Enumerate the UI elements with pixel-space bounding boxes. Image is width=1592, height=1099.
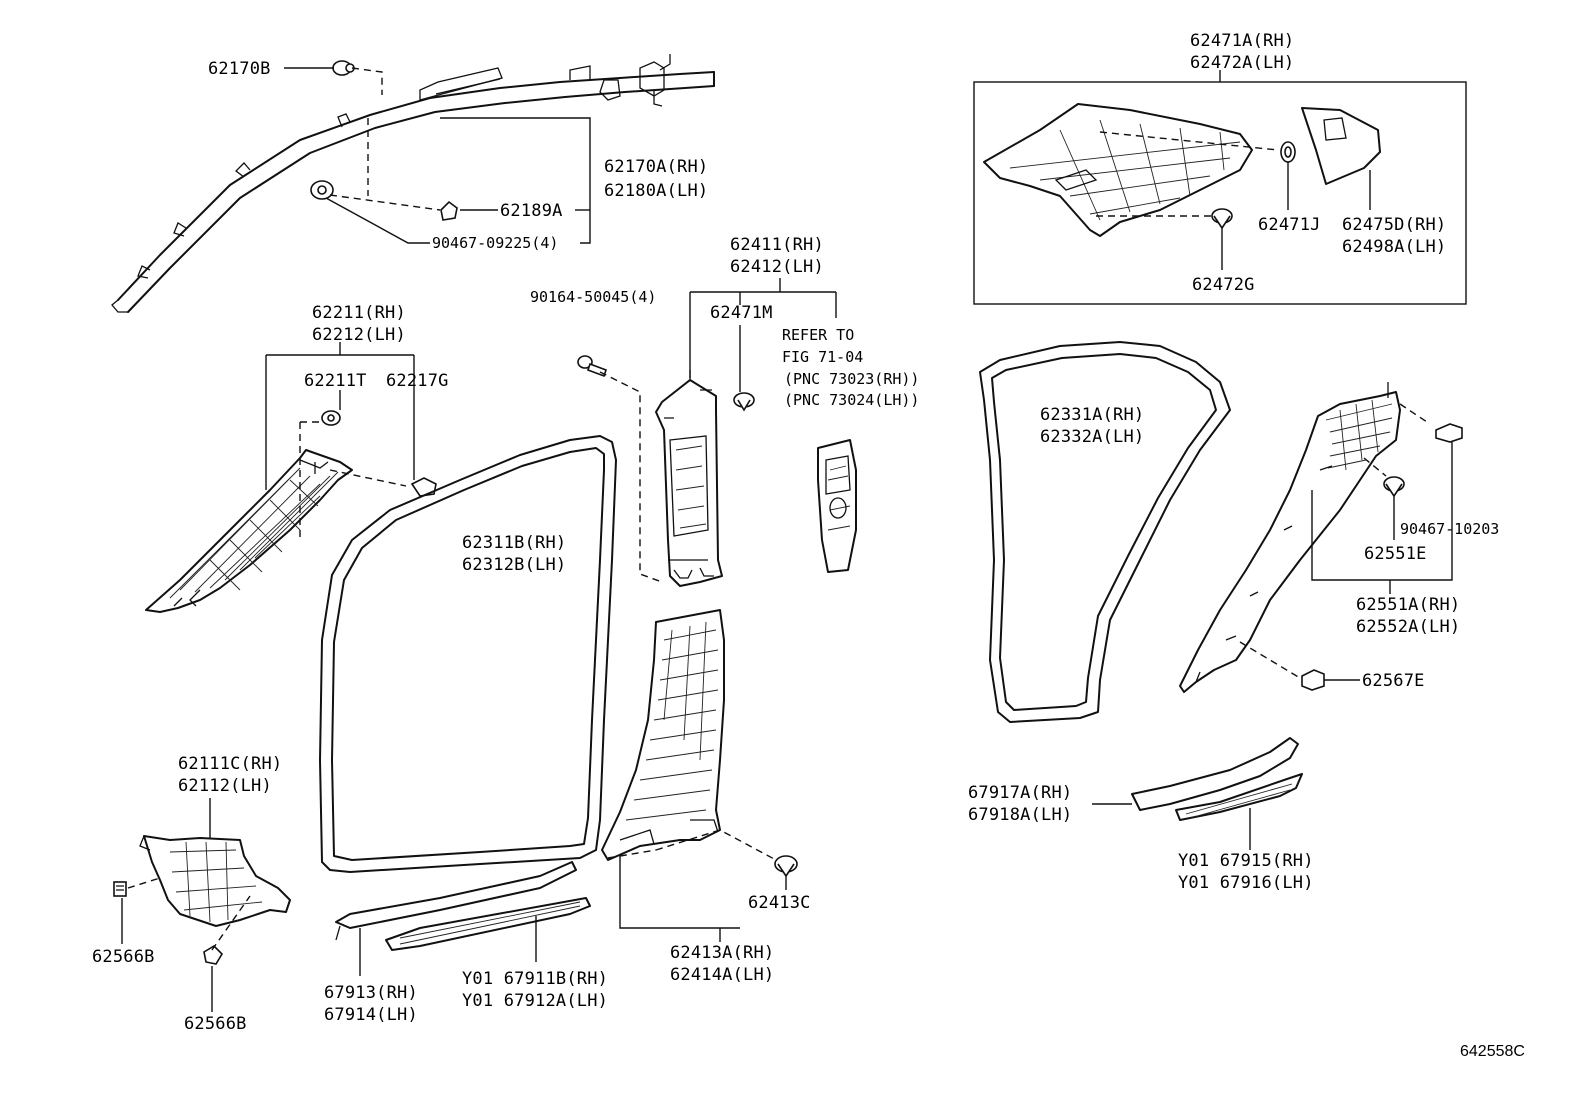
label-67917A: 67917A(RH) [968,783,1072,803]
label-67916: Y01 67916(LH) [1178,873,1314,893]
rear-scuff-leaders [1092,803,1251,850]
label-62412: 62412(LH) [730,257,824,277]
front-pillar-garnish [145,449,353,613]
label-62414A: 62414A(LH) [670,965,774,985]
label-67911B: Y01 67911B(RH) [462,969,608,989]
label-62170B: 62170B [208,59,271,79]
bolt-90467-09225-icon [310,180,334,200]
clip-62413C-icon [774,855,798,878]
front-pillar-leaders [265,342,415,540]
quarter-lower-leaders [1239,403,1453,681]
label-62180A: 62180A(LH) [604,181,708,201]
rear-scuff-plate-inner [1131,737,1299,811]
center-pillar-upper-garnish [655,370,723,587]
label-62331A: 62331A(RH) [1040,405,1144,425]
clip-62567E-icon [1301,669,1325,691]
label-refer-2: FIG 71-04 [782,348,863,366]
label-62312B: 62312B(LH) [462,555,566,575]
curtain-airbag-assembly [111,54,715,313]
quarter-window-panel [1301,107,1381,185]
label-refer-1: REFER TO [782,326,854,344]
label-62413A: 62413A(RH) [670,943,774,963]
cowl-side-trim [139,835,291,927]
label-62411: 62411(RH) [730,235,824,255]
label-67915: Y01 67915(RH) [1178,851,1314,871]
center-lower-leaders [607,829,787,942]
clip-62471M-icon [733,392,755,412]
rear-scuff-plate-outer [1175,773,1303,821]
label-62472A: 62472A(LH) [1190,53,1294,73]
label-62552A: 62552A(LH) [1356,617,1460,637]
label-62189A: 62189A [500,201,563,221]
cowl-leaders [121,798,251,1012]
label-62112: 62112(LH) [178,776,272,796]
label-62566B-a: 62566B [92,947,155,967]
airbag-leaders [284,67,591,244]
quarter-box-leaders [1096,131,1371,270]
scuff-leaders [359,916,537,976]
clip-62211T-icon [321,410,341,426]
label-67912A: Y01 67912A(LH) [462,991,608,1011]
quarter-lower-trim [1179,382,1401,693]
label-62475D: 62475D(RH) [1342,215,1446,235]
label-90467-09225: 90467-09225(4) [432,234,558,252]
label-62217G: 62217G [386,371,449,391]
figure-code: 642558C [1460,1043,1525,1060]
label-62471J: 62471J [1258,215,1321,235]
center-pillar-lower-garnish [601,609,725,861]
label-62472G: 62472G [1192,275,1255,295]
label-62211T: 62211T [304,371,367,391]
label-67914: 67914(LH) [324,1005,418,1025]
label-62332A: 62332A(LH) [1040,427,1144,447]
label-62471M: 62471M [710,303,773,323]
roof-side-trim-panel [983,103,1253,237]
clip-62566B-a-icon [113,881,127,897]
clip-90467-10203-icon [1435,423,1463,443]
clip-62566B-b-icon [203,944,224,965]
label-62111C: 62111C(RH) [178,754,282,774]
label-67918A: 67918A(LH) [968,805,1072,825]
label-62498A: 62498A(LH) [1342,237,1446,257]
clip-62472G-icon [1211,208,1233,230]
part-labels: 62170B 62170A(RH) 62180A(LH) 62189A 9046… [92,31,1525,1060]
label-62566B-b: 62566B [184,1014,247,1034]
clip-62217G-icon [410,477,437,497]
label-62311B: 62311B(RH) [462,533,566,553]
label-62413C: 62413C [748,893,811,913]
label-90467-10203: 90467-10203 [1400,520,1499,538]
label-62211: 62211(RH) [312,303,406,323]
label-refer-3: (PNC 73023(RH)) [784,370,919,388]
label-62551A: 62551A(RH) [1356,595,1460,615]
clip-62471J-icon [1280,141,1296,163]
front-scuff-plate-inner [335,861,577,941]
label-90164-50045: 90164-50045(4) [530,288,656,306]
clip-62189A-icon [440,200,458,221]
clip-62170B-icon [332,60,355,76]
front-scuff-plate-outer [385,897,591,951]
label-67913: 67913(RH) [324,983,418,1003]
seatbelt-anchor-cover [817,439,857,573]
clip-62551E-icon [1383,476,1405,498]
label-refer-4: (PNC 73024(LH)) [784,391,919,409]
front-door-weatherstrip [319,435,617,873]
label-62551E: 62551E [1364,544,1427,564]
label-62471A: 62471A(RH) [1190,31,1294,51]
center-upper-leaders [599,278,837,583]
label-62567E: 62567E [1362,671,1425,691]
quarter-trim-box [973,70,1467,305]
rear-door-weatherstrip [979,341,1231,723]
label-62170A: 62170A(RH) [604,157,708,177]
label-62212: 62212(LH) [312,325,406,345]
